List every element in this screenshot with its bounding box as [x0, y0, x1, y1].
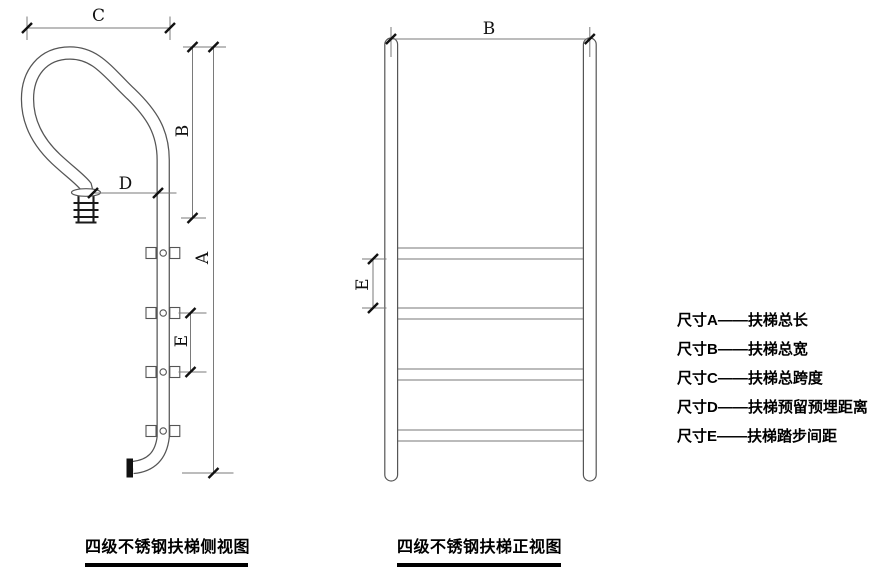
ladder-rungs: [396, 247, 584, 442]
side-view-caption: 四级不锈钢扶梯侧视图: [85, 538, 250, 567]
front-view-drawing: B E: [353, 19, 597, 482]
front-view-caption: 四级不锈钢扶梯正视图: [397, 538, 562, 567]
legend-item-b: 尺寸B——扶梯总宽: [677, 341, 808, 358]
foot-end-cap: [126, 458, 133, 478]
front-dimension-ticks: [367, 33, 596, 314]
left-stile-tube: [384, 37, 399, 482]
dim-label-d: D: [119, 174, 133, 194]
dim-label-c: C: [92, 6, 105, 26]
embed-anchor-detail: [73, 195, 99, 224]
side-handrail-tube-inner: [22, 47, 169, 473]
legend-item-e: 尺寸E——扶梯踏步间距: [677, 428, 838, 445]
step-brackets: [145, 246, 181, 438]
front-dimension-lines: [362, 27, 591, 309]
dim-label-e-side: E: [172, 335, 192, 347]
right-stile-tube: [582, 37, 597, 482]
legend-item-d: 尺寸D——扶梯预留预埋距离: [677, 399, 868, 416]
legend-item-c: 尺寸C——扶梯总跨度: [677, 370, 823, 387]
dimension-legend: 尺寸A——扶梯总长 尺寸B——扶梯总宽 尺寸C——扶梯总跨度 尺寸D——扶梯预留…: [677, 306, 868, 451]
dim-label-e-front: E: [353, 278, 373, 290]
dim-label-b-front: B: [483, 19, 496, 39]
side-view-drawing: C D B A E: [20, 6, 234, 479]
side-dimension-ticks: [21, 22, 220, 479]
legend-item-a: 尺寸A——扶梯总长: [677, 312, 808, 329]
dim-label-b-side: B: [173, 125, 193, 138]
dim-label-a: A: [193, 251, 213, 265]
